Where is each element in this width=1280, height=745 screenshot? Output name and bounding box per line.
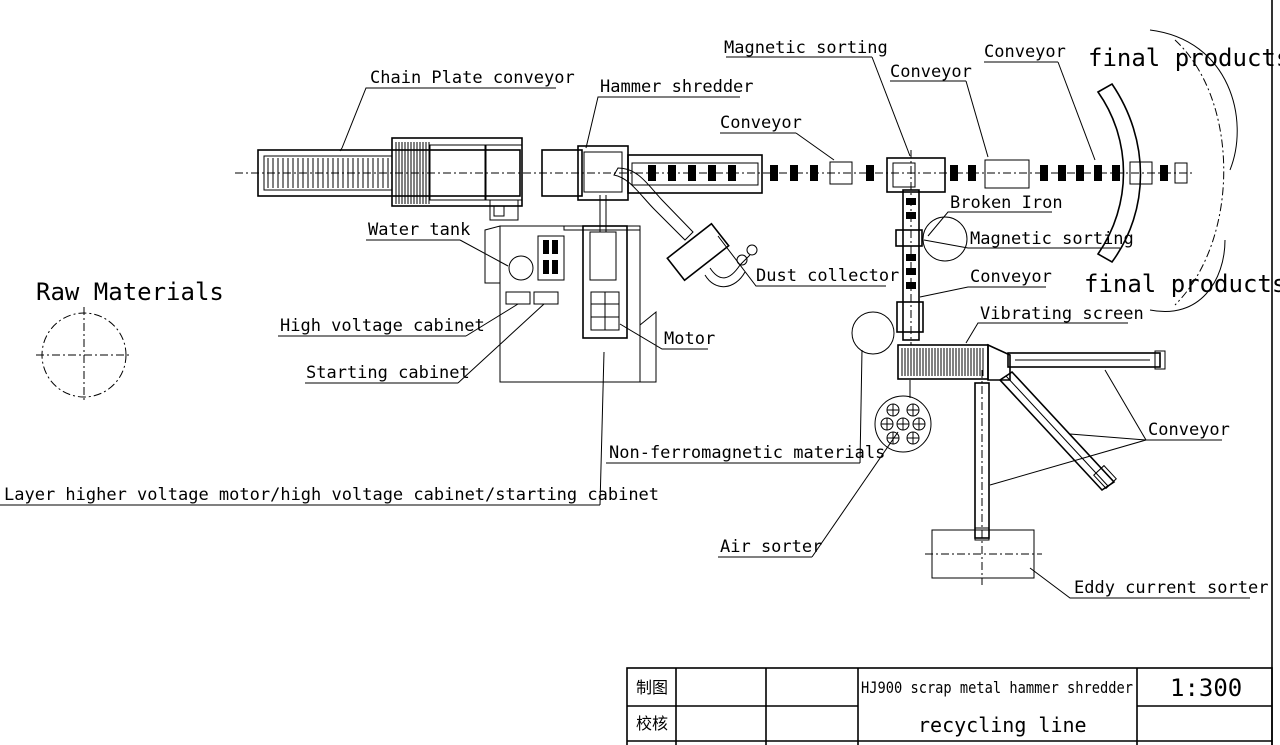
labels: Chain Plate conveyor Hammer shredder Mag… (4, 38, 1280, 598)
title-block-scale: 1:300 (1170, 674, 1242, 702)
label-final-products-bottom: final products (1084, 270, 1280, 298)
title-block-checked-label: 校核 (636, 714, 668, 733)
title-block-title-line2: recycling line (918, 713, 1087, 737)
belt-segment (688, 165, 696, 181)
label-conveyor-top-1: Conveyor (890, 62, 972, 82)
label-eddy-current-sorter: Eddy current sorter (1074, 578, 1268, 598)
label-high-voltage-cabinet: High voltage cabinet (280, 316, 485, 336)
belt-segment (668, 165, 676, 181)
vibrating-screen-area (874, 343, 1166, 585)
raw-materials-symbol (36, 307, 132, 403)
label-conveyor-mid: Conveyor (720, 113, 802, 133)
main-conveyor-line (235, 137, 1195, 221)
label-conveyor-right: Conveyor (970, 267, 1052, 287)
final-products-chute (1096, 29, 1238, 312)
belt-segment (810, 165, 818, 181)
belt-segment (790, 165, 798, 181)
label-dust-collector: Dust collector (756, 266, 899, 286)
title-block-title-line1: HJ900 scrap metal hammer shredder (861, 678, 1133, 697)
label-broken-iron: Broken Iron (950, 193, 1063, 213)
label-starting-cabinet: Starting cabinet (306, 363, 470, 383)
shredder-base (484, 195, 657, 383)
label-raw-materials: Raw Materials (36, 278, 224, 306)
label-non-ferromagnetic: Non-ferromagnetic materials (609, 443, 885, 463)
leader-lines (0, 56, 1250, 599)
label-motor: Motor (664, 329, 715, 349)
label-magnetic-sorting-right: Magnetic sorting (970, 229, 1134, 249)
belt-segment (906, 268, 916, 275)
belt-segment (968, 165, 976, 181)
belt-segment (1040, 165, 1048, 181)
label-air-sorter: Air sorter (720, 537, 822, 557)
label-vibrating-screen: Vibrating screen (980, 304, 1144, 324)
label-chain-plate-conveyor: Chain Plate conveyor (370, 68, 575, 88)
label-layer-higher-voltage: Layer higher voltage motor/high voltage … (4, 485, 659, 505)
belt-segment (906, 254, 916, 261)
belt-segment (906, 212, 916, 219)
belt-segment (728, 165, 736, 181)
belt-segment (950, 165, 958, 181)
title-block: 制图 校核 HJ900 scrap metal hammer shredder … (626, 0, 1273, 745)
belt-segment (648, 165, 656, 181)
belt-segment (770, 165, 778, 181)
label-conveyor-lower: Conveyor (1148, 420, 1230, 440)
title-block-drawn-label: 制图 (636, 678, 668, 697)
dust-collector (613, 167, 758, 288)
belt-segment (906, 282, 916, 289)
label-conveyor-top-2: Conveyor (984, 42, 1066, 62)
label-magnetic-sorting-top: Magnetic sorting (724, 38, 888, 58)
belt-segment (1094, 165, 1102, 181)
belt-segment (866, 165, 874, 181)
belt-segment (1058, 165, 1066, 181)
belt-segment (1076, 165, 1084, 181)
label-hammer-shredder: Hammer shredder (600, 77, 754, 97)
label-final-products-top: final products (1088, 44, 1280, 72)
label-water-tank: Water tank (368, 220, 470, 240)
belt-segment (1160, 165, 1168, 181)
belt-segment (1112, 165, 1120, 181)
belt-segment (906, 198, 916, 205)
vertical-conveyor (851, 150, 968, 355)
belt-segment (708, 165, 716, 181)
